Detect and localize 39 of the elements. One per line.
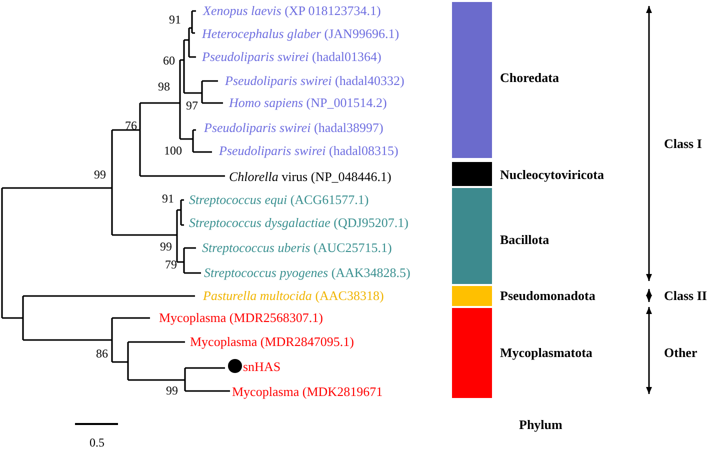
taxon-label: Mycoplasma (MDR2847095.1): [190, 334, 354, 350]
bootstrap-value: 98: [158, 80, 170, 94]
taxon-label: Homo sapiens (NP_001514.2): [229, 96, 387, 110]
taxon-label: Pseudoliparis swirei (hadal08315): [219, 144, 398, 158]
phylum-label: Nucleocytoviricota: [500, 168, 604, 182]
taxon-label: Streptococcus uberis (AUC25715.1): [202, 240, 392, 256]
taxon-label: Heterocephalus glaber (JAN99696.1): [202, 26, 400, 42]
bootstrap-value: 91: [169, 13, 181, 27]
class-label: Class I: [664, 136, 702, 152]
taxon-label: Streptococcus equi (ACG61577.1): [189, 192, 369, 208]
taxon-label: Pseudoliparis swirei (hadal38997): [204, 120, 384, 136]
taxon-label: Xenopus laevis (XP 018123734.1): [203, 4, 381, 18]
taxon-label: Chlorella virus (NP_048446.1): [229, 170, 392, 184]
taxon-label: Pseudoliparis swirei (hadal01364): [202, 50, 382, 64]
phylum-label: Bacillota: [500, 232, 550, 248]
bootstrap-value: 99: [160, 240, 172, 254]
bootstrap-value: 97: [186, 99, 198, 113]
bootstrap-value: 86: [96, 347, 108, 361]
taxon-label: snHAS: [243, 360, 281, 374]
bootstrap-value: 79: [165, 258, 177, 272]
phylum-label: Pseudomonadota: [500, 288, 596, 304]
phylum-label: Choredata: [500, 70, 559, 86]
phylum-label: Mycoplasmatota: [500, 346, 592, 360]
taxon-label: Mycoplasma (MDK2819671: [232, 384, 383, 400]
class-label: Other: [664, 346, 698, 360]
taxon-label: Streptococcus dysgalactiae (QDJ95207.1): [189, 216, 408, 230]
bootstrap-value: 91: [162, 192, 174, 206]
axis-label: Phylum: [519, 418, 562, 432]
taxon-label: Streptococcus pyogenes (AAK34828.5): [204, 266, 410, 280]
taxon-label: Pseudoliparis swirei (hadal40332): [225, 74, 404, 88]
taxon-label: Mycoplasma (MDR2568307.1): [159, 310, 323, 326]
bootstrap-value: 76: [125, 119, 137, 133]
class-label: Class II: [664, 288, 707, 304]
taxon-label: Pasturella multocida (AAC38318): [203, 288, 384, 304]
bootstrap-value: 60: [163, 54, 175, 68]
bootstrap-value: 100: [164, 144, 182, 158]
bootstrap-value: 99: [94, 168, 106, 182]
bootstrap-value: 99: [166, 384, 178, 398]
scale-value: 0.5: [90, 436, 104, 449]
